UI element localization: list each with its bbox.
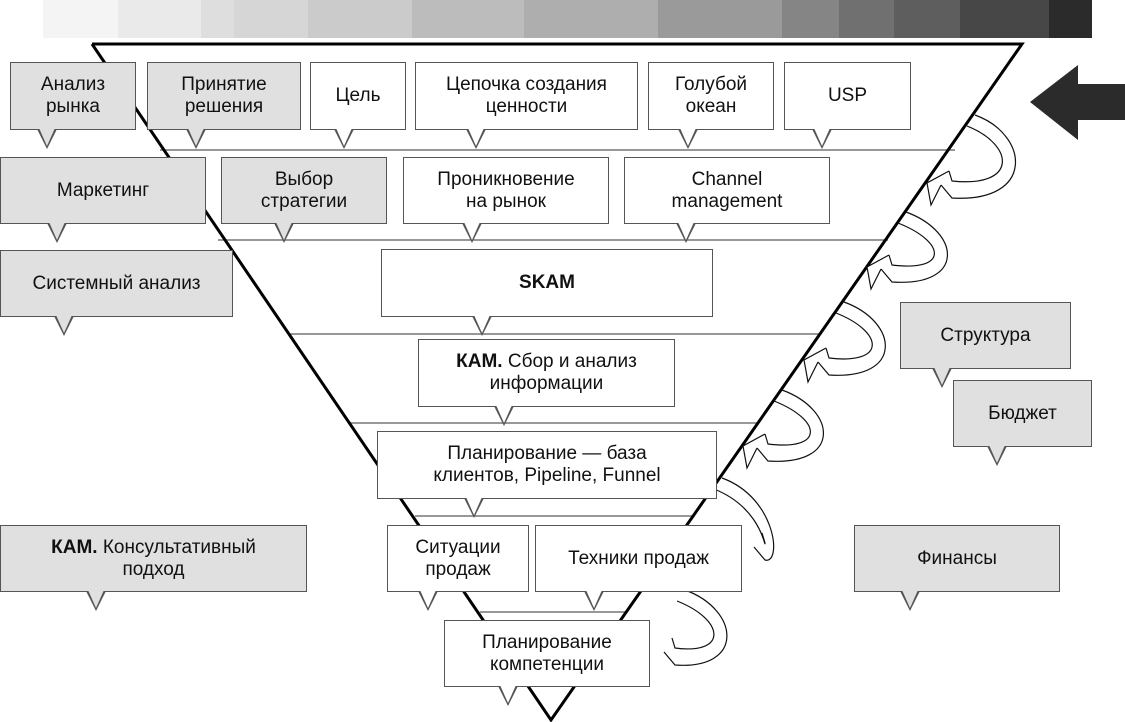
box-label: океан <box>685 96 737 117</box>
box-label: Channel <box>691 168 763 190</box>
box-label: SKAM <box>519 272 575 293</box>
arrow-head-icon <box>803 347 827 384</box>
arrow-head-icon <box>866 254 890 291</box>
box-label: Проникновение <box>437 168 575 190</box>
box-byudzhet: Бюджет <box>953 380 1092 447</box>
box-label: Техники продаж <box>568 547 709 569</box>
box-label: стратегии <box>260 190 348 212</box>
box-label: рынка <box>45 96 100 117</box>
box-label: Анализ <box>40 74 106 95</box>
box-marketing: Маркетинг <box>0 157 206 224</box>
curved-feedback-arrow-icon <box>888 222 935 267</box>
gradient-swatch <box>1049 0 1092 38</box>
gradient-swatch <box>960 0 1049 38</box>
box-struktura: Структура <box>900 302 1071 369</box>
curved-feedback-arrow-icon <box>756 389 824 462</box>
box-label: клиентов, Pipeline, Funnel <box>433 465 661 486</box>
box-sistemny-analiz: Системный анализ <box>0 250 233 317</box>
arrow-head-icon <box>926 170 950 207</box>
curved-feedback-arrow-icon <box>825 312 873 360</box>
box-label: решения <box>184 96 264 117</box>
curved-feedback-arrows <box>663 114 1017 666</box>
gradient-swatch <box>43 0 118 38</box>
box-finansy: Финансы <box>854 525 1060 592</box>
box-skam: SKAM <box>381 249 713 317</box>
box-label: Финансы <box>917 547 997 569</box>
grayscale-gradient-strip <box>0 0 1125 38</box>
curved-feedback-arrow-icon <box>940 114 1017 199</box>
gradient-swatch <box>412 0 524 38</box>
box-label: Планирование <box>482 631 612 653</box>
curved-feedback-arrow-icon <box>948 125 1003 183</box>
gradient-swatch <box>782 0 839 38</box>
gradient-swatch <box>658 0 782 38</box>
box-label: Цепочка создания <box>446 74 607 95</box>
big-left-arrow-icon <box>1030 65 1125 140</box>
box-label: Системный анализ <box>32 272 201 294</box>
box-label: Консультативный <box>97 536 256 558</box>
box-label: Структура <box>940 324 1031 346</box>
box-label: подход <box>122 558 185 580</box>
funnel-outline <box>90 42 1025 722</box>
box-label: информации <box>489 373 604 394</box>
gradient-swatch <box>234 0 308 38</box>
box-label: Маркетинг <box>56 179 150 201</box>
gradient-swatch <box>839 0 894 38</box>
box-label: на рынок <box>466 190 546 212</box>
box-label: Сбор и анализ <box>502 351 637 372</box>
box-label: Выбор <box>274 168 334 190</box>
box-label: Цель <box>335 85 381 106</box>
gradient-swatch <box>0 0 43 38</box>
box-usp: USP <box>784 62 911 130</box>
box-tsel: Цель <box>310 62 406 130</box>
gradient-swatch <box>118 0 201 38</box>
box-label: Голубой <box>674 74 748 95</box>
gradient-swatch <box>524 0 658 38</box>
curved-feedback-arrow-icon <box>721 477 775 561</box>
curved-feedback-arrow-icon <box>817 301 886 376</box>
funnel-band-lines <box>160 149 955 613</box>
arrow-head-icon <box>742 433 766 470</box>
kam-prefix: КАМ. <box>51 536 98 558</box>
gradient-swatch <box>201 0 234 38</box>
box-label: продаж <box>425 558 491 580</box>
kam-prefix: КАМ. <box>456 351 503 372</box>
box-label: Бюджет <box>988 402 1057 424</box>
box-label: ценности <box>485 96 568 117</box>
box-label: Планирование — база <box>447 443 647 464</box>
box-tekhniki-prodazh: Техники продаж <box>535 525 742 592</box>
box-label: USP <box>827 85 868 106</box>
box-label: management <box>671 190 783 212</box>
gradient-swatch <box>894 0 960 38</box>
box-label: Ситуации <box>415 536 501 558</box>
curved-feedback-arrow-icon <box>663 589 728 666</box>
box-label: Принятие <box>181 74 267 95</box>
curved-feedback-arrow-icon <box>713 488 766 545</box>
curved-feedback-arrow-icon <box>671 600 715 650</box>
curved-feedback-arrow-icon <box>880 211 948 283</box>
curved-feedback-arrow-icon <box>764 400 811 446</box>
box-label: компетенции <box>489 653 605 675</box>
gradient-swatch <box>308 0 412 38</box>
